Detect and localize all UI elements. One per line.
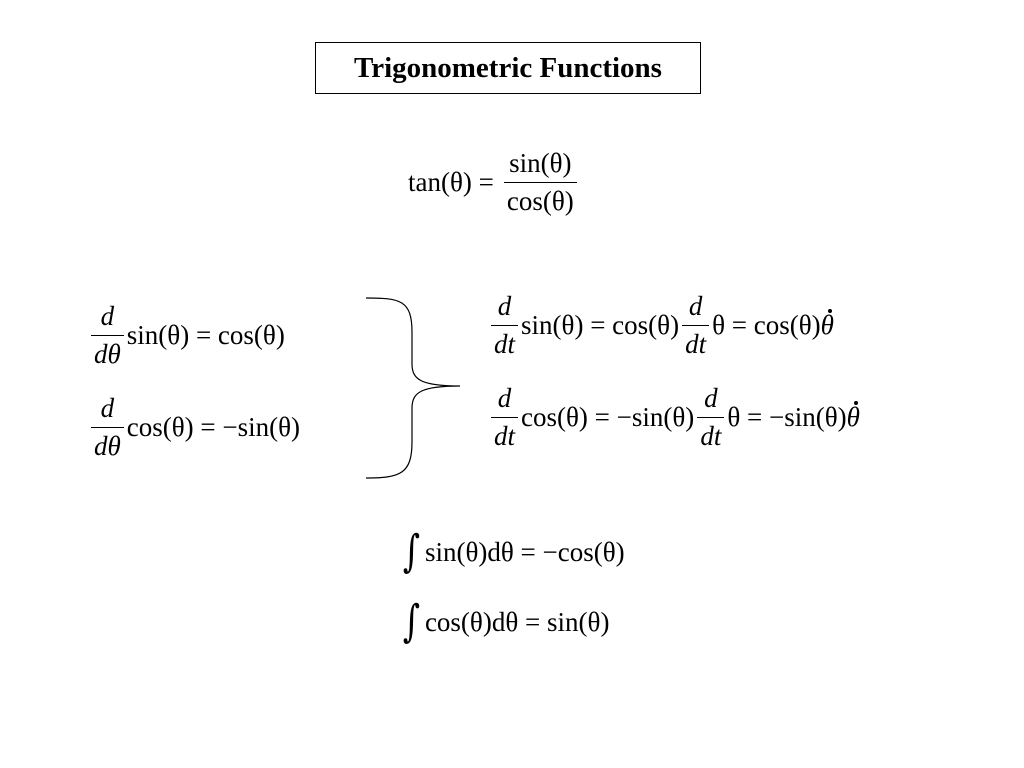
derivative-denominator: dθ [94, 339, 121, 369]
tan-identity: tan(θ) = sin(θ) cos(θ) [408, 150, 580, 215]
time-derivative-sin: d dt sin(θ) = cos(θ) d dt θ = cos(θ) θ [488, 293, 834, 358]
integral-sin: ∫ sin(θ)dθ = −cos(θ) [400, 530, 625, 574]
derivative-numerator: d [688, 291, 703, 321]
integral-expression: cos(θ)dθ = sin(θ) [424, 606, 610, 637]
page-title: Trigonometric Functions [354, 51, 662, 84]
chain-rule-operator: d dt [697, 383, 725, 451]
derivative-operator: d dθ [91, 395, 124, 460]
time-derivative-cos: d dt cos(θ) = −sin(θ) d dt θ = −sin(θ) θ [488, 385, 860, 450]
derivative-operator: d dθ [91, 303, 124, 368]
fraction-bar [503, 182, 577, 183]
derivative-numerator: d [497, 383, 512, 413]
time-derivative-expression: cos(θ) = −sin(θ) [521, 402, 695, 432]
fraction-bar [491, 325, 519, 326]
derivative-cos-theta: d dθ cos(θ) = −sin(θ) [88, 395, 300, 460]
time-derivative-expression: sin(θ) = cos(θ) [521, 310, 680, 340]
integral-icon: ∫ [402, 596, 421, 647]
chain-rule-operator: d dt [682, 291, 710, 359]
fraction-bar [491, 417, 519, 418]
tan-fraction: sin(θ) cos(θ) [503, 148, 577, 216]
derivative-denominator: dt [494, 329, 516, 359]
integral-expression: sin(θ)dθ = −cos(θ) [424, 536, 625, 567]
chain-rule-result: θ = cos(θ) [712, 310, 821, 340]
derivative-denominator: dt [685, 329, 707, 359]
theta-dot: θ [820, 309, 834, 340]
fraction-bar [91, 427, 124, 428]
tan-lhs: tan(θ) = [408, 167, 494, 197]
derivative-sin-theta: d dθ sin(θ) = cos(θ) [88, 303, 285, 368]
integral-icon: ∫ [402, 526, 421, 577]
derivative-denominator: dt [700, 421, 722, 451]
time-derivative-operator: d dt [491, 383, 519, 451]
fraction-bar [682, 325, 710, 326]
derivative-numerator: d [497, 291, 512, 321]
fraction-bar [91, 335, 124, 336]
derivative-numerator: d [100, 393, 115, 423]
derivative-expression: sin(θ) = cos(θ) [126, 320, 285, 350]
derivative-expression: cos(θ) = −sin(θ) [126, 412, 301, 442]
title-box: Trigonometric Functions [315, 42, 701, 94]
derivative-numerator: d [100, 301, 115, 331]
tan-numerator: sin(θ) [509, 148, 572, 178]
time-derivative-operator: d dt [491, 291, 519, 359]
tan-denominator: cos(θ) [506, 186, 574, 216]
derivative-numerator: d [704, 383, 718, 413]
derivative-denominator: dt [494, 421, 516, 451]
derivative-denominator: dθ [94, 431, 121, 461]
right-brace-icon [365, 297, 461, 479]
fraction-bar [697, 417, 725, 418]
theta-dot: θ [846, 401, 860, 432]
chain-rule-result: θ = −sin(θ) [727, 402, 847, 432]
integral-cos: ∫ cos(θ)dθ = sin(θ) [400, 596, 610, 647]
